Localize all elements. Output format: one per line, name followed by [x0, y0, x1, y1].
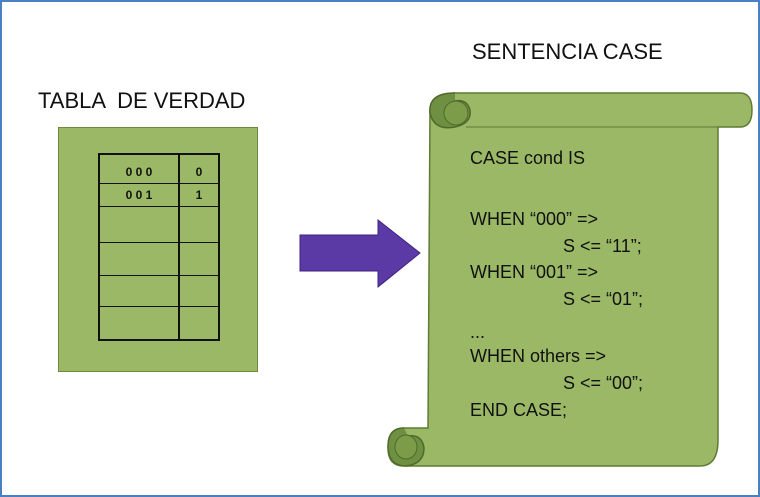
- table-row: [100, 307, 218, 339]
- scroll-shape: [387, 92, 753, 467]
- table-row: 0 0 1 1: [100, 184, 218, 207]
- code-line: S <= “00”;: [563, 373, 644, 393]
- input-cell: [100, 307, 178, 329]
- code-line: CASE cond IS: [470, 148, 586, 168]
- output-cell: [180, 276, 218, 298]
- arrow-right-icon: [299, 218, 421, 289]
- output-cell: [180, 307, 218, 329]
- input-cell: [100, 207, 178, 229]
- input-cell: [100, 243, 178, 265]
- table-row: [100, 276, 218, 307]
- input-cell: 0 0 1: [125, 188, 153, 202]
- code-line: ...: [470, 322, 486, 342]
- code-line: S <= “11”;: [563, 236, 642, 256]
- truth-table-panel: 0 0 0 0 0 0 1 1: [58, 127, 258, 372]
- code-line: WHEN “001” =>: [470, 262, 599, 282]
- input-cell: [100, 276, 178, 298]
- input-cell: 0 0 0: [125, 165, 153, 179]
- table-row: [100, 243, 218, 276]
- case-statement-title: SENTENCIA CASE: [472, 39, 663, 64]
- code-line: END CASE;: [470, 400, 568, 420]
- truth-table-divider: [178, 155, 180, 339]
- table-row: 0 0 0 0: [100, 161, 218, 184]
- output-cell: [180, 243, 218, 265]
- code-line: S <= “01”;: [563, 289, 644, 309]
- code-line: WHEN “000” =>: [470, 209, 599, 229]
- output-cell: [180, 207, 218, 229]
- code-line: WHEN others =>: [470, 346, 607, 366]
- table-row: [100, 207, 218, 243]
- truth-table: 0 0 0 0 0 0 1 1: [98, 153, 220, 341]
- output-cell: 1: [195, 188, 203, 202]
- truth-table-title: TABLA DE VERDAD: [38, 88, 246, 113]
- output-cell: 0: [195, 165, 203, 179]
